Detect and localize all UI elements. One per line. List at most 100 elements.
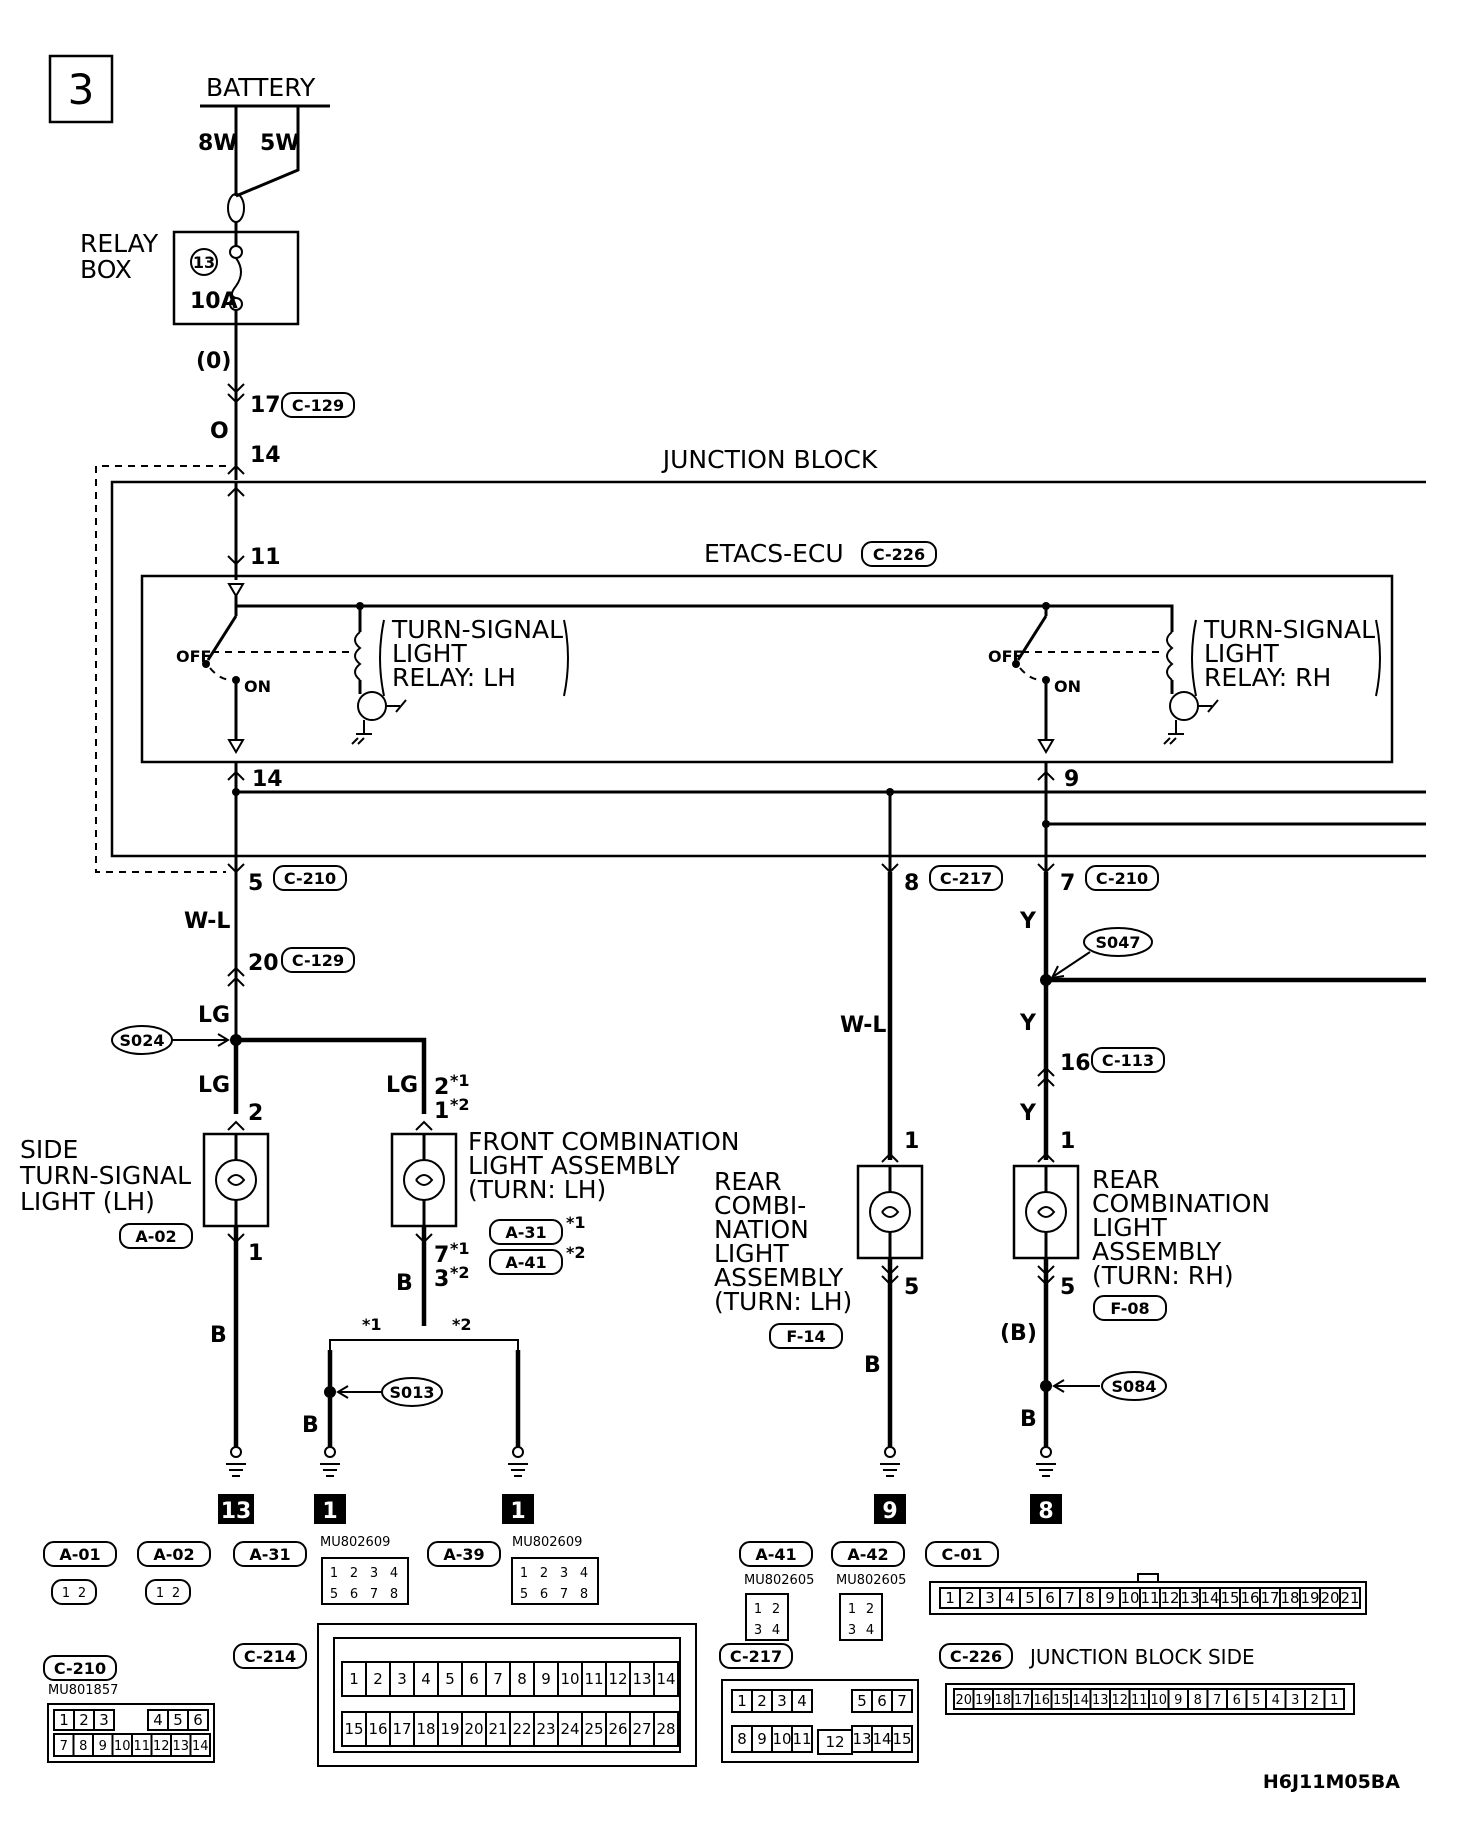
connector-pin-label: 9 xyxy=(541,1670,551,1688)
connector-pin-label: 14 xyxy=(872,1730,891,1748)
wire-b-side-label: B xyxy=(210,1323,227,1348)
key-c217: C-217 xyxy=(730,1647,782,1666)
mid-conn-c217-badge xyxy=(929,865,1003,891)
connector-pin-label: 12 xyxy=(825,1733,844,1751)
fuse-terminal-top xyxy=(229,245,243,259)
ground-8-badge xyxy=(1030,1494,1062,1524)
lamp-filament-icon xyxy=(881,1206,900,1218)
relay-lh-on: ON xyxy=(244,677,271,696)
right-wire-y-3: Y xyxy=(1019,1101,1037,1126)
lamp-filament-icon xyxy=(1037,1206,1056,1218)
svg-text:6: 6 xyxy=(350,1587,358,1602)
connector-chevron-icon xyxy=(1037,1152,1055,1163)
relay-rh-label-1: TURN-SIGNAL xyxy=(1203,615,1375,644)
connector-pin-cell xyxy=(1339,1587,1361,1609)
connector-pin-label: 3 xyxy=(99,1711,109,1729)
connector-pin-label: 5 xyxy=(1025,1589,1035,1607)
svg-text:3: 3 xyxy=(370,1566,378,1581)
connector-pin-label: 26 xyxy=(608,1720,627,1738)
key-c210: C-210 xyxy=(54,1659,106,1678)
side-pin-1: 1 xyxy=(248,1241,263,1266)
connector-chevron-icon xyxy=(881,1152,899,1163)
connector-pin-cell xyxy=(653,1661,679,1697)
connector-pin-label: 10 xyxy=(772,1730,791,1748)
connector-pin-label: 9 xyxy=(757,1730,767,1748)
relay-lh-transistor-icon xyxy=(357,691,387,721)
svg-text:1: 1 xyxy=(848,1602,856,1617)
connector-pin-label: 27 xyxy=(632,1720,651,1738)
key-a39-pins: 1 2 3 4 5 6 7 8 xyxy=(520,1566,588,1602)
connector-pin-label: 18 xyxy=(1280,1589,1299,1607)
connector-pin-label: 10 xyxy=(1120,1589,1139,1607)
key-a39-badge xyxy=(427,1541,501,1567)
svg-text:6: 6 xyxy=(540,1587,548,1602)
connector-pin-label: 11 xyxy=(133,1739,150,1754)
connector-chevron-icon xyxy=(227,1120,245,1131)
conn-c210-badge xyxy=(273,865,347,891)
connector-pin-label: 18 xyxy=(416,1720,435,1738)
right-conn-c210-badge xyxy=(1085,865,1159,891)
key-a02-badge xyxy=(137,1541,211,1567)
connector-pin-label: 5 xyxy=(173,1711,183,1729)
fuse-rating: 10A xyxy=(190,289,238,314)
switch-contact-off xyxy=(202,660,210,668)
bracket-icon xyxy=(563,619,569,697)
bracket-icon xyxy=(1375,619,1381,697)
fuse-icon xyxy=(231,257,242,299)
connector-pin-label: 11 xyxy=(792,1730,811,1748)
connector-pin-label: 5 xyxy=(1252,1693,1260,1708)
connector-pin-label: 11 xyxy=(1140,1589,1159,1607)
connector-pin-label: 1 xyxy=(59,1711,69,1729)
connector-pin-label: 19 xyxy=(975,1693,992,1708)
wire-5w xyxy=(235,106,300,198)
relay-lh-label-3: RELAY: LH xyxy=(392,663,516,692)
connector-pin-label: 1 xyxy=(349,1670,359,1688)
splice-s047-badge xyxy=(1083,927,1153,957)
key-a41-pins: 1 2 3 4 xyxy=(754,1602,780,1638)
right-conn-c113-badge xyxy=(1091,1047,1165,1073)
key-c01: C-01 xyxy=(941,1545,982,1564)
splice-s047: S047 xyxy=(1096,933,1141,952)
lamp-bulb-icon xyxy=(1025,1191,1067,1233)
connector-pin-label: 8 xyxy=(1194,1693,1202,1708)
key-a01-pin: 1 xyxy=(62,1586,70,1601)
fuse-number-circle xyxy=(190,248,218,276)
connector-pin-label: 12 xyxy=(608,1670,627,1688)
relay-lh-switch xyxy=(206,615,238,661)
right-pin-16: 16 xyxy=(1060,1051,1091,1076)
key-a39-body xyxy=(511,1557,599,1605)
connector-pin-label: 8 xyxy=(1085,1589,1095,1607)
connector-pin-cell xyxy=(891,1725,913,1753)
key-c217-badge xyxy=(719,1643,793,1669)
relay-rh-label-3: RELAY: RH xyxy=(1204,663,1331,692)
connector-pin-cell xyxy=(653,1711,679,1747)
connector-pin-cell xyxy=(891,1689,913,1713)
rear-lh-label-3: NATION xyxy=(714,1215,809,1244)
connector-pin-label: 17 xyxy=(1014,1693,1031,1708)
connector-pin-label: 14 xyxy=(192,1739,209,1754)
svg-text:2: 2 xyxy=(540,1566,548,1581)
connector-pin-label: 9 xyxy=(1105,1589,1115,1607)
splice-arrow-icon xyxy=(1050,951,1091,980)
svg-text:7: 7 xyxy=(370,1587,378,1602)
svg-text:1: 1 xyxy=(520,1566,528,1581)
ground-symbol-icon xyxy=(320,1446,340,1477)
terminal-marker-icon xyxy=(227,583,245,598)
right-conn-c113: C-113 xyxy=(1102,1051,1154,1070)
connector-chevron-icon xyxy=(227,966,245,987)
key-a01-pin: 2 xyxy=(78,1586,86,1601)
side-pin-2: 2 xyxy=(248,1101,263,1126)
ground-1a: 1 xyxy=(322,1499,337,1524)
rear-rh-conn: F-08 xyxy=(1110,1299,1149,1318)
connector-pin-label: 16 xyxy=(1033,1693,1050,1708)
mid-wire-b: B xyxy=(864,1353,881,1378)
connector-pin-label: 6 xyxy=(1045,1589,1055,1607)
connector-chevron-icon xyxy=(227,464,245,475)
key-a39: A-39 xyxy=(443,1545,484,1564)
key-a41-body xyxy=(745,1593,789,1641)
connector-pin-label: 17 xyxy=(392,1720,411,1738)
connector-pin-label: 24 xyxy=(560,1720,579,1738)
splice-arrow-icon xyxy=(336,1385,382,1399)
